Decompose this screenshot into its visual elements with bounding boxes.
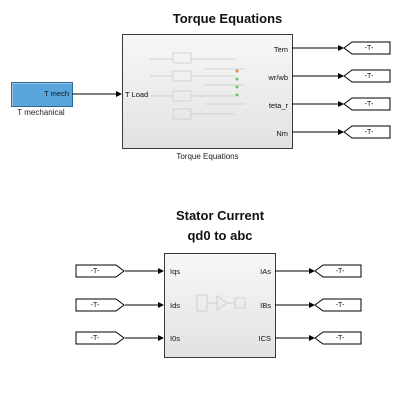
torque-equations-caption: Torque Equations bbox=[176, 152, 239, 161]
goto-tag-nm: -T- bbox=[364, 129, 374, 136]
torque-equations-subsystem[interactable]: T Load Tem wr/wb teta_r Nm bbox=[122, 34, 293, 149]
subsystem-input-i0s: I0s bbox=[170, 334, 181, 343]
goto-tag-teta-r: -T- bbox=[364, 101, 374, 108]
torque-section-title: Torque Equations bbox=[172, 11, 283, 26]
from-block-iqs bbox=[75, 264, 125, 278]
goto-block-teta-r bbox=[343, 97, 391, 111]
stator-subsystem-preview bbox=[196, 294, 246, 312]
t-mechanical-block-label: T mech bbox=[44, 89, 69, 98]
subsystem-output-ics: ICS bbox=[258, 334, 271, 343]
stator-section-title-line2: qd0 to abc bbox=[187, 228, 253, 243]
subsystem-output-tem: Tem bbox=[273, 45, 288, 54]
goto-tag-ics: -T- bbox=[335, 335, 345, 342]
from-block-ids bbox=[75, 298, 125, 312]
goto-block-ias bbox=[314, 264, 362, 278]
t-mechanical-block[interactable]: T mech bbox=[11, 82, 73, 107]
goto-tag-ias: -T- bbox=[335, 268, 345, 275]
goto-block-ibs bbox=[314, 298, 362, 312]
subsystem-output-wr-wb: wr/wb bbox=[268, 73, 288, 82]
goto-tag-tem: -T- bbox=[364, 45, 374, 52]
subsystem-input-ids: Ids bbox=[170, 301, 181, 310]
from-tag-i0s: -T- bbox=[90, 335, 100, 342]
goto-block-wr-wb bbox=[343, 69, 391, 83]
torque-subsystem-preview bbox=[150, 52, 245, 120]
qd0-to-abc-subsystem[interactable]: Iqs Ids I0s IAs IBs ICS bbox=[164, 253, 276, 358]
goto-tag-wr-wb: -T- bbox=[364, 73, 374, 80]
from-block-i0s bbox=[75, 331, 125, 345]
subsystem-output-nm: Nm bbox=[276, 129, 288, 138]
goto-tag-ibs: -T- bbox=[335, 302, 345, 309]
subsystem-input-iqs: Iqs bbox=[170, 267, 181, 276]
t-mechanical-caption: T mechanical bbox=[17, 108, 65, 117]
subsystem-output-teta-r: teta_r bbox=[268, 101, 288, 110]
subsystem-output-ibs: IBs bbox=[260, 301, 271, 310]
goto-block-ics bbox=[314, 331, 362, 345]
from-tag-iqs: -T- bbox=[90, 268, 100, 275]
goto-block-tem bbox=[343, 41, 391, 55]
subsystem-input-t-load: T Load bbox=[125, 90, 149, 99]
from-tag-ids: -T- bbox=[90, 302, 100, 309]
subsystem-output-ias: IAs bbox=[260, 267, 271, 276]
stator-section-title-line1: Stator Current bbox=[175, 208, 265, 223]
goto-block-nm bbox=[343, 125, 391, 139]
